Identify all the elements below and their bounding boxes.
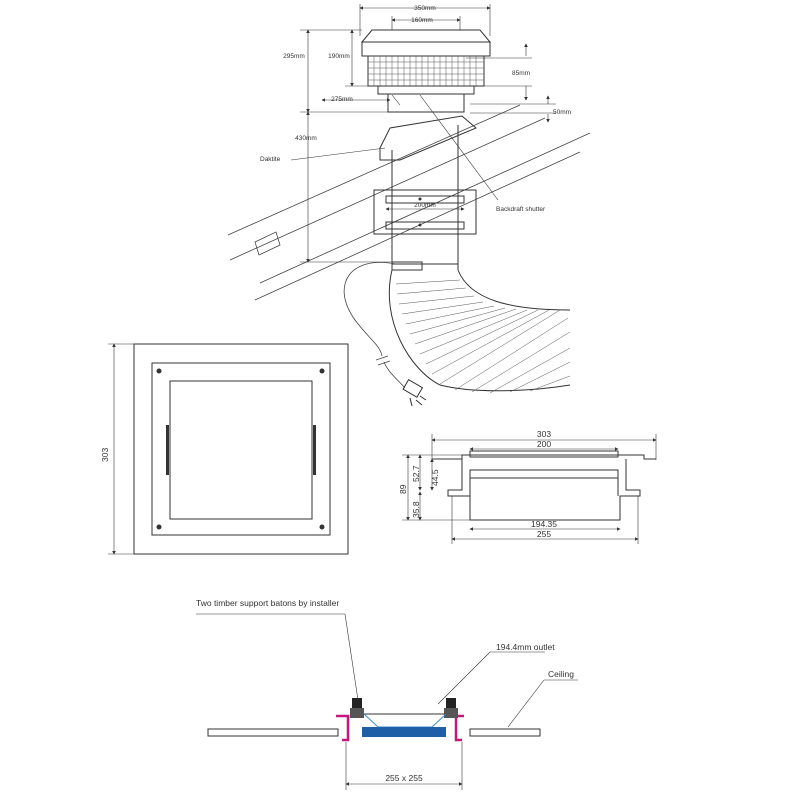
dimension-lines [300, 4, 556, 263]
ceiling-label: Ceiling [548, 669, 574, 679]
section-dim-89: 89 [398, 484, 408, 494]
dim-430: 430mm [295, 135, 317, 142]
dim-295: 295mm [283, 53, 305, 60]
section-dim-255: 255 [537, 529, 551, 539]
grille-plan-view: 303 [100, 343, 349, 555]
power-cord [343, 262, 406, 389]
timber-baton-right [446, 698, 456, 710]
dim-85: 85mm [512, 70, 530, 77]
grille-section-view: 303 200 89 52.7 44.5 35.8 194.35 255 [398, 429, 657, 544]
section-dim-303: 303 [537, 429, 551, 439]
section-dim-200: 200 [537, 439, 551, 449]
dim-275: 275mm [331, 96, 353, 103]
timber-baton-left [352, 698, 362, 710]
outlet-panel [362, 727, 446, 737]
backdraft-shutter-label: Backdraft shutter [496, 206, 546, 213]
grille-plan-dim-303: 303 [100, 448, 110, 462]
section-dim-52-7: 52.7 [411, 465, 421, 482]
opening-dim-label: 255 x 255 [385, 773, 423, 783]
dim-350: 350mm [414, 5, 436, 12]
dim-200: 200mm [414, 202, 436, 209]
plug-icon [402, 378, 427, 407]
daktite-flashing [379, 115, 477, 161]
dim-190: 190mm [328, 53, 350, 60]
ceiling-section-view: Two timber support batons by installer 1… [196, 598, 578, 790]
fan-cap [360, 29, 492, 113]
batons-label: Two timber support batons by installer [196, 598, 339, 608]
section-dim-35-8: 35.8 [411, 501, 421, 518]
mounting-bracket [373, 189, 477, 235]
daktite-label: Daktite [260, 156, 281, 163]
dim-50: 50mm [553, 109, 571, 116]
section-dim-194-35: 194.35 [531, 519, 557, 529]
duct-clamp [391, 261, 423, 271]
fan-elevation: 350mm 160mm 295mm 190mm 85mm 275mm 50mm … [227, 4, 591, 407]
flexible-duct [388, 269, 571, 394]
dim-160: 160mm [411, 17, 433, 24]
section-dim-44-5: 44.5 [430, 469, 440, 486]
outlet-label: 194.4mm outlet [496, 642, 555, 652]
